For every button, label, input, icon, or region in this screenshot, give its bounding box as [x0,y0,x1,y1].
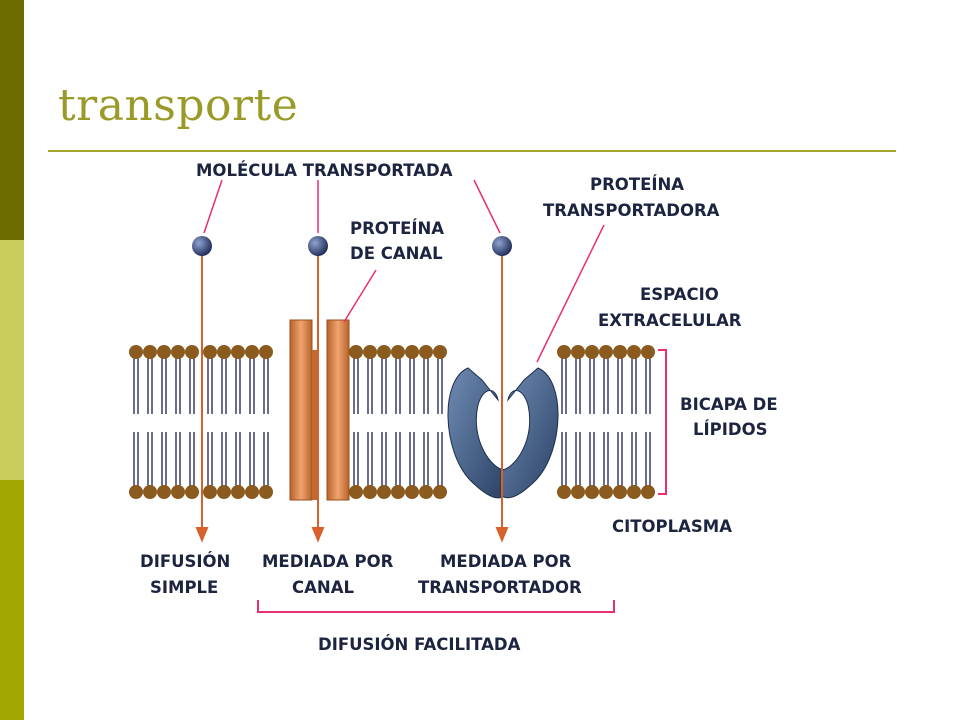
sidebar-block-middle [0,240,24,480]
phospholipid [613,345,627,499]
sidebar-block-top [0,0,24,240]
slide-title: transporte [58,80,299,131]
phospholipid [405,345,419,499]
phospholipid [391,345,405,499]
phospholipid [363,345,377,499]
label-carrier-protein-line1: PROTEÍNA [590,175,684,194]
phospholipid [171,345,185,499]
label-molecule: MOLÉCULA TRANSPORTADA [196,161,453,180]
label-simple-line2: SIMPLE [150,578,218,597]
label-bilayer-line1: BICAPA DE [680,395,778,414]
sidebar-block-bottom [0,480,24,720]
molecule-simple [192,236,212,256]
phospholipid [585,345,599,499]
label-simple-line1: DIFUSIÓN [140,552,230,571]
label-facilitated: DIFUSIÓN FACILITADA [318,635,521,654]
phospholipid [203,345,217,499]
transport-arrows [195,256,509,543]
label-extracellular-line1: ESPACIO [640,285,719,304]
phospholipid [185,345,199,499]
phospholipid [245,345,259,499]
channel-protein [289,319,350,501]
phospholipid [571,345,585,499]
label-channel-protein-line1: PROTEÍNA [350,219,444,238]
phospholipid [433,345,447,499]
phospholipid [641,345,655,499]
phospholipid [157,345,171,499]
label-carrier-line1: MEDIADA POR [440,552,572,571]
facilitated-bracket [257,600,615,613]
label-channel-line1: MEDIADA POR [262,552,394,571]
label-bilayer-line2: LÍPIDOS [693,420,768,439]
phospholipid [217,345,231,499]
label-channel-protein-line2: DE CANAL [350,244,443,263]
phospholipid [129,345,143,499]
phospholipid [259,345,273,499]
phospholipid [231,345,245,499]
phospholipid [557,345,571,499]
pointer-lines [203,179,605,363]
title-divider [48,150,896,152]
phospholipid [349,345,363,499]
molecule-channel [308,236,328,256]
label-extracellular-line2: EXTRACELULAR [598,311,742,330]
phospholipid [377,345,391,499]
label-carrier-protein-line2: TRANSPORTADORA [543,201,720,220]
phospholipid [599,345,613,499]
lipid-bilayer [129,345,655,499]
carrier-protein [447,367,559,499]
label-carrier-line2: TRANSPORTADOR [418,578,582,597]
label-cytoplasm: CITOPLASMA [612,517,732,536]
phospholipid [143,345,157,499]
molecule-carrier [492,236,512,256]
label-channel-line2: CANAL [292,578,354,597]
phospholipid [627,345,641,499]
bilayer-bracket [658,349,667,495]
phospholipid [419,345,433,499]
